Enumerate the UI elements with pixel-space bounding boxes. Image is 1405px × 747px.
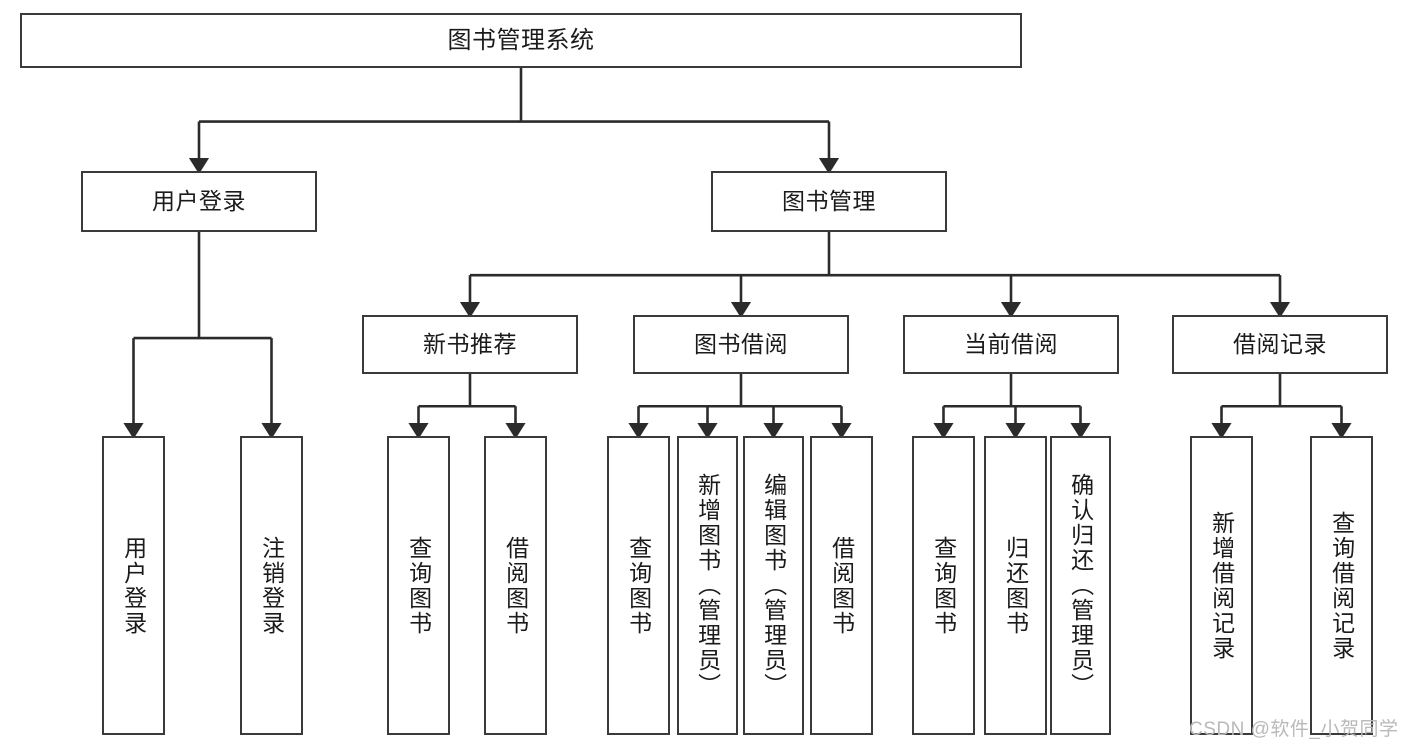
node-label: 查询图书 [930,535,957,636]
node-label: 借阅记录 [1233,331,1327,358]
node-label: 用户登录 [120,535,147,636]
node-label: 编辑图书（管理员） [760,473,787,698]
leaf-borrow-book-rec[interactable]: 借阅图书 [484,436,547,735]
leaf-add-record[interactable]: 新增借阅记录 [1190,436,1253,735]
node-label: 借阅图书 [502,535,529,636]
node-label: 借阅图书 [828,535,855,636]
node-new-book-rec[interactable]: 新书推荐 [362,315,578,374]
csdn-watermark: CSDN @软件_小贺同学 [1189,719,1399,740]
node-label: 归还图书 [1002,535,1029,636]
leaf-query-book-rec[interactable]: 查询图书 [387,436,450,735]
node-label: 查询借阅记录 [1328,510,1355,661]
node-label: 新书推荐 [423,331,517,358]
node-label: 图书管理系统 [447,26,595,54]
leaf-logout[interactable]: 注销登录 [240,436,303,735]
leaf-edit-book[interactable]: 编辑图书（管理员） [743,436,804,735]
leaf-query-record[interactable]: 查询借阅记录 [1310,436,1373,735]
node-label: 确认归还（管理员） [1067,473,1094,698]
node-current-borrow[interactable]: 当前借阅 [903,315,1119,374]
node-borrow-record[interactable]: 借阅记录 [1172,315,1388,374]
node-label: 新增图书（管理员） [694,473,721,698]
node-label: 查询图书 [405,535,432,636]
leaf-query-book-cur[interactable]: 查询图书 [912,436,975,735]
node-label: 图书借阅 [694,331,788,358]
node-book-manage[interactable]: 图书管理 [711,171,947,232]
leaf-query-book-borrow[interactable]: 查询图书 [607,436,670,735]
node-label: 图书管理 [782,188,876,215]
leaf-return-book[interactable]: 归还图书 [984,436,1047,735]
node-label: 查询图书 [625,535,652,636]
node-label: 注销登录 [258,535,285,636]
node-book-borrow[interactable]: 图书借阅 [633,315,849,374]
node-label: 当前借阅 [964,331,1058,358]
node-user-login[interactable]: 用户登录 [81,171,317,232]
leaf-add-book[interactable]: 新增图书（管理员） [677,436,738,735]
leaf-confirm-return[interactable]: 确认归还（管理员） [1050,436,1111,735]
leaf-user-login[interactable]: 用户登录 [102,436,165,735]
node-root[interactable]: 图书管理系统 [20,13,1022,68]
node-label: 用户登录 [152,188,246,215]
leaf-borrow-book[interactable]: 借阅图书 [810,436,873,735]
node-label: 新增借阅记录 [1208,510,1235,661]
